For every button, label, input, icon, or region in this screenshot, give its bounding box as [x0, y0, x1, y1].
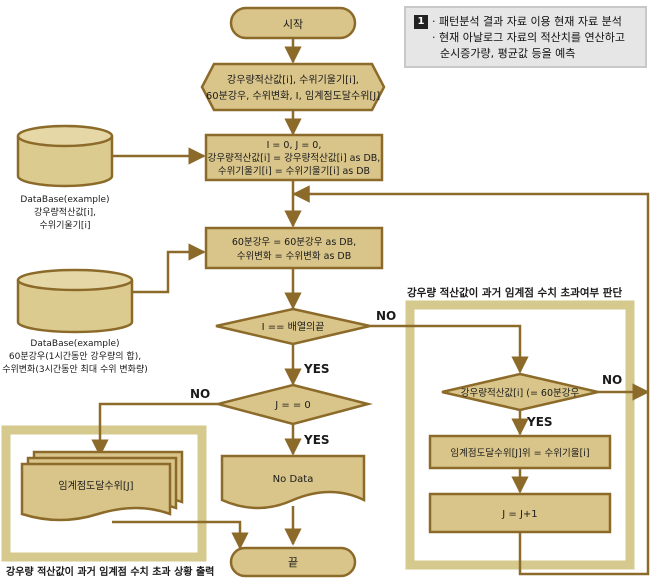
input-line-1: 강우량적산값[i], 수위기울기[i],: [227, 73, 359, 86]
assign-node: [204, 226, 384, 270]
assign-line-1: 60분강우 = 60분강우 as DB,: [232, 237, 356, 248]
compare-node: [441, 372, 599, 412]
init-node: [204, 133, 384, 182]
start-label: 시작: [283, 18, 303, 31]
left-group-title: 강우량 적산값이 과거 임계점 수치 초과 상황 출력: [6, 565, 214, 578]
init-line-2: 강우량적산값[i] = 강우량적산값[i] as DB,: [208, 152, 381, 164]
note-box: 1 · 패턴분석 결과 자료 이용 현재 자료 분석 · 현재 아날로그 자료의 …: [404, 6, 647, 68]
input-node: [200, 62, 386, 112]
db2-line-3: 수위변화(3시간동안 최대 수위 변화량): [2, 363, 148, 375]
j-check-label: J = = 0: [274, 400, 311, 411]
loop-check-label: I == 배열의끝: [262, 321, 325, 333]
edge-db2-assign: [132, 243, 206, 294]
edge-label-no-1: NO: [376, 309, 396, 323]
note-badge: 1: [414, 15, 428, 29]
database-1: [16, 124, 114, 188]
end-label: 끝: [288, 556, 298, 569]
db1-line-3: 수위기울기[i]: [40, 220, 91, 231]
db1-line-1: DataBase(example): [20, 195, 109, 205]
edge-label-no-3: NO: [602, 373, 622, 387]
edge-label-yes-3: YES: [526, 415, 553, 429]
compare-label: 강우량적산값[i] (= 60분강우: [461, 387, 580, 399]
increment-label: J = J+1: [501, 509, 537, 520]
threshold-output-node: [20, 450, 184, 522]
loop-check-node: [215, 307, 371, 346]
db2-line-2: 60분강우(1시간동안 강우량의 합),: [9, 350, 141, 362]
no-data-label: No Data: [273, 474, 314, 485]
start-node: [229, 6, 357, 40]
init-line-3: 수위기울기[i] = 수위기울기[i] as DB: [218, 165, 370, 177]
no-data-node: [220, 454, 366, 510]
note-line-1: · 패턴분석 결과 자료 이용 현재 자료 분석: [432, 15, 622, 28]
edge-loop-compare: [370, 324, 529, 374]
edge-label-yes-1: YES: [303, 362, 330, 376]
input-line-2: 60분강우, 수위변화, I, 임계점도달수위[J]: [206, 89, 380, 102]
end-node: [229, 546, 357, 578]
assign-level-node: [428, 434, 612, 470]
db1-line-2: 강우량적산값[i],: [34, 206, 96, 218]
edge-output-end: [112, 520, 249, 550]
init-line-1: I = 0, J = 0,: [267, 140, 322, 151]
edge-label-no-2: NO: [190, 387, 210, 401]
edge-jcheck-output: [91, 402, 218, 457]
database-2: [16, 268, 134, 334]
threshold-output-label: 임계점도달수위[J]: [58, 479, 133, 492]
right-group-title: 강우량 적산값이 과거 임계점 수치 초과여부 판단: [407, 286, 622, 299]
edge-label-yes-2: YES: [303, 433, 330, 447]
assign-level-label: 임계점도달수위[J]위 = 수위기울[i]: [450, 447, 589, 459]
note-line-3: 순시증가량, 평균값 등을 예측: [440, 47, 576, 60]
edge-loopback: [293, 192, 650, 576]
assign-line-2: 수위변화 = 수위변화 as DB: [237, 250, 352, 262]
j-check-node: [213, 383, 373, 426]
note-line-2: · 현재 아날로그 자료의 적산치를 연산하고: [432, 31, 626, 44]
db2-line-1: DataBase(example): [30, 339, 119, 349]
left-group-frame: [1, 425, 207, 562]
increment-node: [428, 492, 612, 534]
